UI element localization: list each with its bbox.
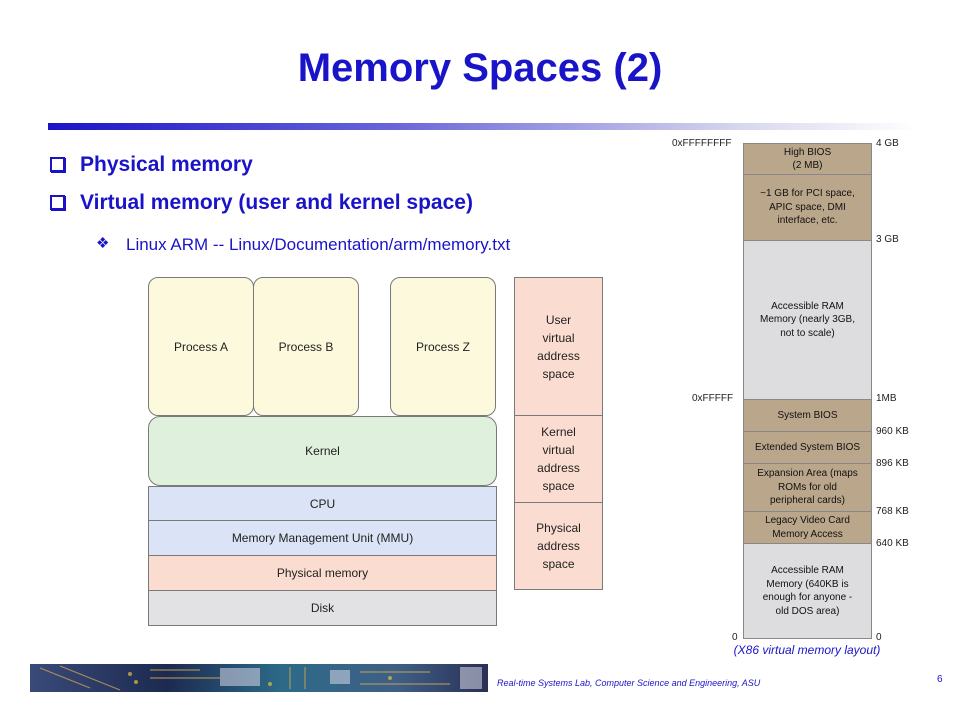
slide-title: Memory Spaces (2) <box>297 46 663 90</box>
size-label-768kb: 768 KB <box>876 506 909 517</box>
region-dos-ram: Accessible RAM Memory (640KB is enough f… <box>743 543 872 639</box>
size-label-3gb: 3 GB <box>876 234 899 245</box>
footer-image-strip <box>30 664 488 692</box>
size-label-960kb: 960 KB <box>876 426 909 437</box>
diamond-bullet-icon: ❖ <box>96 235 110 252</box>
mmu-layer: Memory Management Unit (MMU) <box>148 520 497 556</box>
region-expansion-area: Expansion Area (maps ROMs for old periph… <box>743 463 872 512</box>
process-b-box: Process B <box>253 277 359 416</box>
kernel-box: Kernel <box>148 416 497 486</box>
title-underline <box>48 123 918 130</box>
region-legacy-video: Legacy Video Card Memory Access <box>743 511 872 544</box>
size-label-1mb: 1MB <box>876 393 897 404</box>
cpu-layer: CPU <box>148 486 497 521</box>
size-label-640kb: 640 KB <box>876 538 909 549</box>
addr-label-1mb: 0xFFFFF <box>692 393 734 404</box>
region-high-bios: High BIOS (2 MB) <box>743 143 872 175</box>
size-label-896kb: 896 KB <box>876 458 909 469</box>
hollow-square-bullet-icon <box>50 195 65 210</box>
physical-address-space: Physical address space <box>514 502 603 590</box>
region-accessible-ram-3gb: Accessible RAM Memory (nearly 3GB, not t… <box>743 240 872 400</box>
memory-map-caption: (X86 virtual memory layout) <box>733 643 881 657</box>
page-number: 6 <box>937 674 943 685</box>
region-system-bios: System BIOS <box>743 399 872 432</box>
hollow-square-bullet-icon <box>50 157 65 172</box>
region-extended-system-bios: Extended System BIOS <box>743 431 872 464</box>
footer-text: Real-time Systems Lab, Computer Science … <box>497 678 761 688</box>
process-a-box: Process A <box>148 277 254 416</box>
region-pci-space: ~1 GB for PCI space, APIC space, DMI int… <box>743 174 872 241</box>
size-label-zero: 0 <box>876 632 882 643</box>
circuit-board-photo-strip <box>30 664 488 692</box>
size-label-4gb: 4 GB <box>876 138 899 149</box>
physical-memory-layer: Physical memory <box>148 555 497 591</box>
kernel-virtual-address-space: Kernel virtual address space <box>514 415 603 503</box>
disk-layer: Disk <box>148 590 497 626</box>
addr-label-zero: 0 <box>732 632 738 643</box>
addr-label-top: 0xFFFFFFFF <box>672 138 732 149</box>
process-z-box: Process Z <box>390 277 496 416</box>
user-virtual-address-space: User virtual address space <box>514 277 603 416</box>
